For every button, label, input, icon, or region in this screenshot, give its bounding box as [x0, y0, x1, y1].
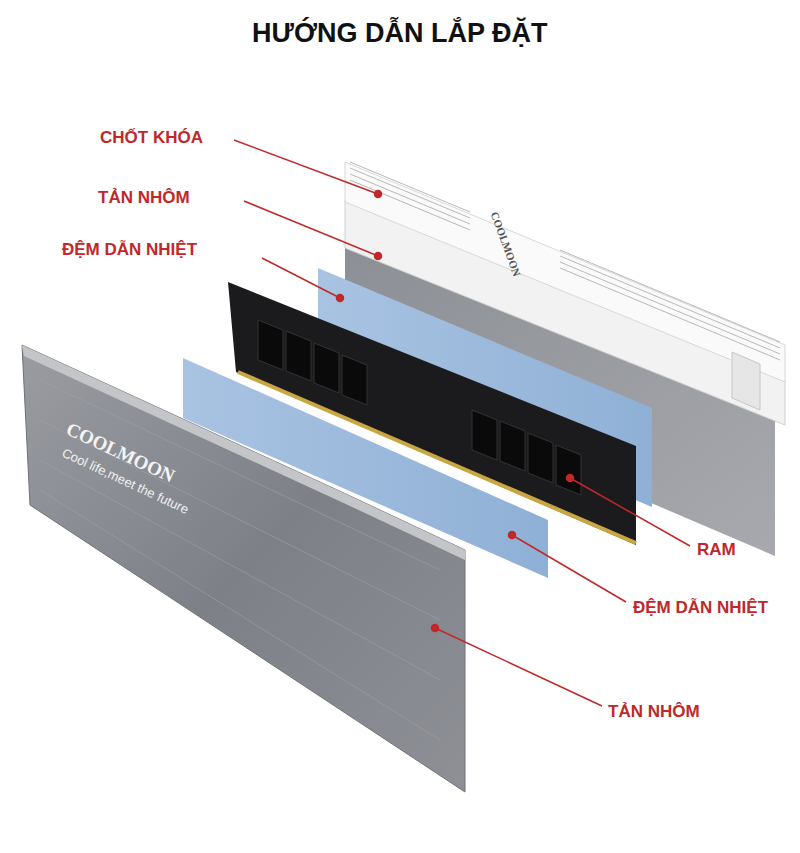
part-label: RAM	[697, 540, 736, 560]
front-heatsink-edge	[22, 345, 465, 560]
front-heatsink	[22, 345, 465, 792]
leader-lines	[234, 140, 690, 706]
locking-clip	[732, 352, 760, 410]
part-label: TẢN NHÔM	[608, 702, 700, 722]
part-label: ĐỆM DẪN NHIỆT	[62, 240, 197, 260]
brushed-lines	[40, 380, 440, 740]
diagram-title: HƯỚNG DẪN LẮP ĐẶT	[252, 18, 547, 49]
front-heatsink-face	[22, 345, 465, 792]
part-label: TẢN NHÔM	[98, 188, 190, 208]
part-label: CHỐT KHÓA	[100, 128, 203, 148]
part-label: ĐỆM DẪN NHIỆT	[633, 598, 768, 618]
